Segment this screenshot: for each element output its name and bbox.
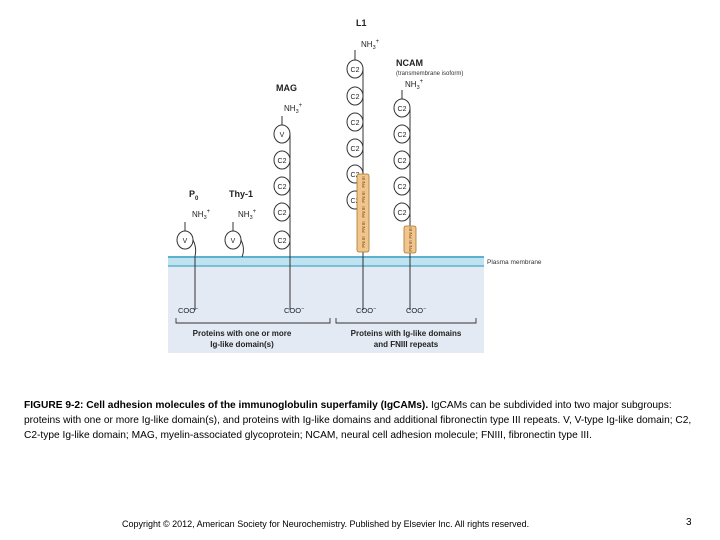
mag-domain-3: C2 [273, 176, 291, 196]
group-bracket-left [175, 318, 331, 324]
ncam-domain-4: C2 [393, 176, 411, 196]
p0-n-terminus: NH3+ [192, 209, 211, 221]
plasma-membrane [168, 257, 484, 266]
domain-label: C2 [398, 158, 407, 165]
membrane-label: Plasma membrane [487, 259, 542, 266]
domain-label: C2 [351, 67, 360, 74]
l1-label: L1 [356, 18, 367, 28]
fn3-bar [356, 173, 370, 253]
fn3-label: FN III [408, 227, 413, 238]
thy1-gpi-anchor [240, 239, 244, 258]
mag-domain-2: C2 [273, 150, 291, 170]
domain-label: C2 [351, 172, 360, 179]
mag-domain-5: C2 [273, 230, 291, 250]
cytoplasm-region [168, 265, 484, 353]
copyright-notice: Copyright © 2012, American Society for N… [122, 519, 530, 529]
mag-c-terminus: COO− [284, 306, 304, 315]
figure-caption: FIGURE 9-2: Cell adhesion molecules of t… [24, 399, 696, 443]
fn3-label: FN III [408, 240, 413, 251]
group-right-line1: Proteins with Ig-like domains [351, 329, 462, 338]
domain-label: C2 [278, 158, 287, 165]
domain-label: C2 [398, 210, 407, 217]
p0-domain-v: V [176, 230, 194, 250]
fn3-label: FN III [361, 236, 366, 247]
domain-label: C2 [278, 238, 287, 245]
molecule-ncam: NCAM (transmembrane isoform) NH3+ C2 C2 … [393, 58, 463, 315]
fn3-label: FN III [361, 221, 366, 232]
mag-n-terminus: NH3+ [284, 103, 303, 115]
l1-fn3-repeats: FN III FN III FN III FN III FN III [356, 173, 370, 253]
domain-label: V [280, 132, 285, 139]
fn3-bar [403, 225, 417, 254]
thy1-domain-v: V [224, 230, 242, 250]
molecule-l1: L1 NH3+ C2 C2 C2 C2 C2 C2 FN I [346, 18, 380, 315]
domain-label: C2 [398, 132, 407, 139]
ncam-c-terminus: COO− [406, 306, 426, 315]
l1-domain-3: C2 [346, 112, 364, 132]
fn3-label: FN III [361, 206, 366, 217]
p0-label: P0 [189, 189, 199, 202]
ncam-fn3-repeats: FN III FN III [403, 225, 417, 254]
domain-label: C2 [278, 184, 287, 191]
molecule-p0: P0 NH3+ V COO− [176, 189, 211, 315]
ncam-domain-3: C2 [393, 150, 411, 170]
group-left-line2: Ig-like domain(s) [210, 340, 274, 349]
p0-c-terminus: COO− [178, 306, 198, 315]
group-left-line1: Proteins with one or more [193, 329, 292, 338]
l1-domain-2: C2 [346, 86, 364, 106]
thy1-label: Thy-1 [229, 189, 253, 199]
domain-label: V [231, 238, 236, 245]
mag-label: MAG [276, 83, 297, 93]
mag-domain-4: C2 [273, 202, 291, 222]
molecule-thy1: Thy-1 NH3+ V [224, 189, 257, 258]
mag-domain-1: V [273, 124, 291, 144]
ncam-domain-1: C2 [393, 98, 411, 118]
ncam-isoform: (transmembrane isoform) [396, 71, 463, 77]
l1-domain-4: C2 [346, 138, 364, 158]
ncam-label: NCAM [396, 58, 423, 68]
domain-label: C2 [351, 198, 360, 205]
caption-title: FIGURE 9-2: Cell adhesion molecules of t… [24, 400, 429, 411]
domain-label: C2 [278, 210, 287, 217]
domain-label: V [183, 238, 188, 245]
l1-n-terminus: NH3+ [361, 39, 380, 51]
ncam-n-terminus: NH3+ [405, 79, 424, 91]
domain-label: C2 [351, 94, 360, 101]
p0-tail [192, 239, 197, 310]
ncam-domain-5: C2 [393, 202, 411, 222]
slide-number: 3 [686, 517, 692, 528]
fn3-label: FN III [361, 191, 366, 202]
domain-label: C2 [398, 184, 407, 191]
domain-label: C2 [398, 106, 407, 113]
l1-domain-1: C2 [346, 59, 364, 79]
thy1-n-terminus: NH3+ [238, 209, 257, 221]
group-bracket-right [335, 318, 477, 324]
domain-label: C2 [351, 120, 360, 127]
igcam-diagram: Plasma membrane P0 NH3+ V COO− Thy-1 NH3… [168, 18, 542, 353]
fn3-label: FN III [361, 176, 366, 187]
ncam-domain-2: C2 [393, 124, 411, 144]
molecule-mag: MAG NH3+ V C2 C2 C2 C2 COO− [273, 83, 304, 315]
group-right-line2: and FNIII repeats [374, 340, 439, 349]
caption-body: IgCAMs can be subdivided into two major … [24, 400, 692, 441]
domain-label: C2 [351, 146, 360, 153]
l1-c-terminus: COO− [356, 306, 376, 315]
